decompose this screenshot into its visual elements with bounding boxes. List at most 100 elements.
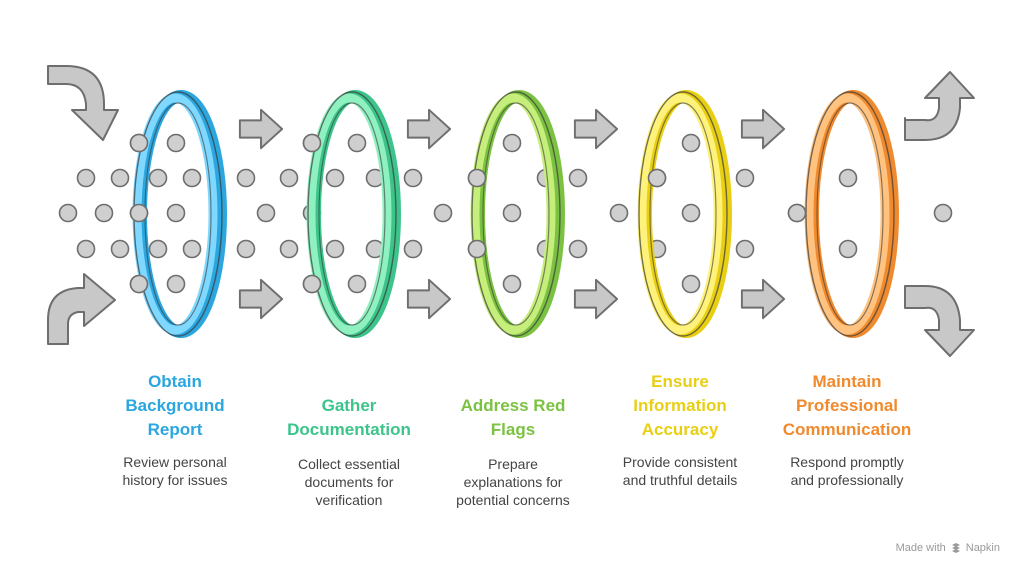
particle-dot: [110, 239, 130, 259]
step-description-line: potential concerns: [456, 492, 570, 508]
step-title-line: Report: [147, 420, 203, 439]
step-description-line: Collect essential: [298, 456, 400, 472]
step-description-line: Prepare: [488, 456, 538, 472]
arrow-right-icon: [406, 108, 452, 150]
step-description-line: Provide consistent: [622, 454, 738, 470]
particle-dot: [302, 133, 322, 153]
arrow-right-icon: [238, 278, 284, 320]
particle-dot: [568, 168, 588, 188]
step-description: Review personal history for issues: [90, 453, 260, 489]
particle-dot: [236, 239, 256, 259]
step-title-line: Documentation: [287, 420, 411, 439]
particle-dot: [129, 274, 149, 294]
filter-ring: [637, 90, 732, 338]
flow-arrows: [47, 65, 975, 357]
step-title-line: Obtain: [148, 372, 202, 391]
step-description: Collect essential documents for verificati…: [264, 455, 434, 509]
napkin-logo-icon: [951, 543, 960, 553]
filter-ring: [470, 90, 565, 338]
step-description-line: documents for: [304, 474, 394, 490]
particle-dot: [787, 203, 807, 223]
particle-dot: [94, 203, 114, 223]
arrow-right-icon: [406, 278, 452, 320]
step-title-line: Ensure: [651, 372, 709, 391]
particle-dot: [325, 239, 345, 259]
particle-dot: [838, 239, 858, 259]
particle-dot: [166, 274, 186, 294]
step-title-line: Gather: [321, 396, 377, 415]
step-description-line: verification: [315, 492, 383, 508]
particle-dot: [467, 239, 487, 259]
particle-dot: [568, 239, 588, 259]
arrow-curve-in-bottom-icon: [47, 273, 116, 345]
particle-dot: [735, 168, 755, 188]
particle-dot: [110, 168, 130, 188]
step-title-line: Information: [633, 396, 727, 415]
arrow-right-icon: [238, 108, 284, 150]
step-title-line: Accuracy: [641, 420, 719, 439]
step-description-line: explanations for: [463, 474, 563, 490]
particle-dot: [129, 133, 149, 153]
step-description-line: Respond promptly: [790, 454, 904, 470]
particle-dot: [302, 274, 322, 294]
particle-dot: [681, 133, 701, 153]
filter-ring: [306, 90, 401, 338]
watermark-prefix: Made with: [895, 542, 946, 554]
particle-dot: [182, 239, 202, 259]
step-description: Prepare explanations for potential concern…: [428, 455, 598, 509]
particle-dot: [735, 239, 755, 259]
step-description-line: Review personal: [123, 454, 227, 470]
step-title-line: Communication: [782, 420, 912, 439]
particle-dot: [58, 203, 78, 223]
arrow-curve-out-top-icon: [904, 71, 975, 141]
step-title-line: Maintain: [812, 372, 882, 391]
particle-dot: [148, 168, 168, 188]
particle-dot: [76, 168, 96, 188]
particle-dot: [933, 203, 953, 223]
particle-dot: [279, 168, 299, 188]
particle-dot: [166, 133, 186, 153]
particle-dots-front: [129, 133, 807, 294]
particle-dot: [256, 203, 276, 223]
particle-dot: [681, 203, 701, 223]
step-title-line: Address Red: [460, 396, 566, 415]
step-title-line: Background: [125, 396, 225, 415]
particle-dot: [502, 203, 522, 223]
particle-dot: [166, 203, 186, 223]
particle-dot: [129, 203, 149, 223]
step-description-line: and professionally: [790, 472, 904, 488]
filter-rings: [132, 90, 899, 338]
particle-dot: [433, 203, 453, 223]
step-description-line: and truthful details: [622, 472, 738, 488]
watermark-brand: Napkin: [965, 542, 1000, 554]
watermark: Made with Napkin: [896, 542, 1000, 554]
particle-dot: [502, 274, 522, 294]
arrow-curve-out-bottom-icon: [904, 285, 975, 357]
step-description: Provide consistent and truthful details: [595, 453, 765, 489]
particle-dot: [236, 168, 256, 188]
step-title-line: Professional: [795, 396, 899, 415]
particle-dot: [347, 133, 367, 153]
step-description-line: history for issues: [122, 472, 228, 488]
particle-dot: [76, 239, 96, 259]
particle-dot: [148, 239, 168, 259]
particle-dot: [403, 168, 423, 188]
particle-dot: [403, 239, 423, 259]
particle-dot: [182, 168, 202, 188]
particle-dot: [647, 168, 667, 188]
particle-dot: [279, 239, 299, 259]
particle-dot: [347, 274, 367, 294]
arrow-right-icon: [573, 278, 619, 320]
particle-dot: [502, 133, 522, 153]
filter-ring: [804, 90, 899, 338]
arrow-curve-in-top-icon: [47, 65, 119, 141]
arrow-right-icon: [573, 108, 619, 150]
step-title-line: Flags: [490, 420, 536, 439]
particle-dot: [838, 168, 858, 188]
